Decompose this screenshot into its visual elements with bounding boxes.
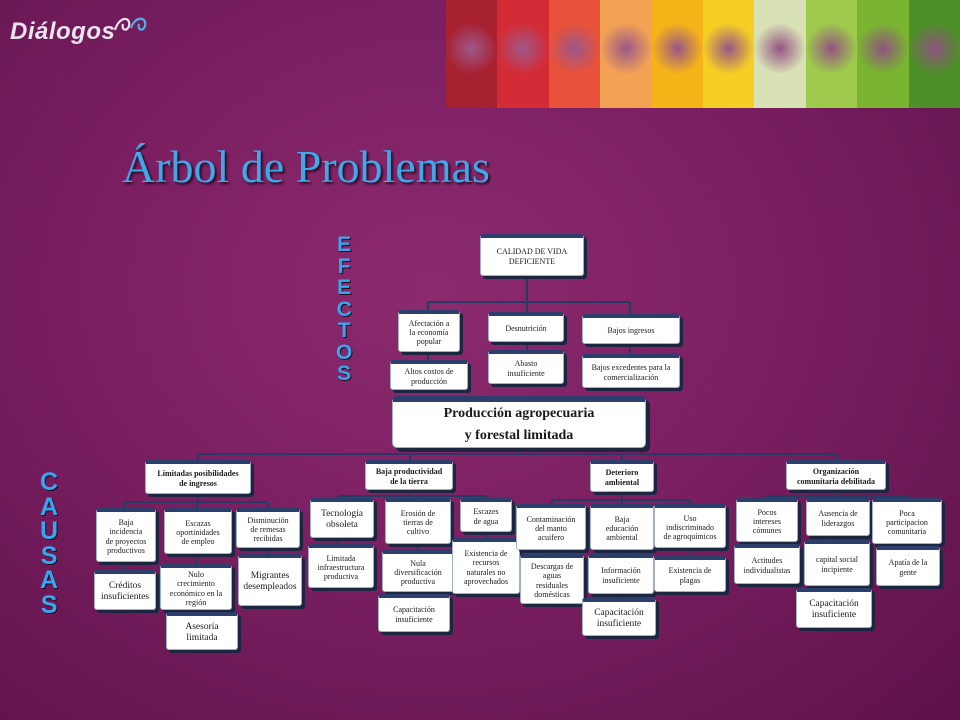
- fruit-strip: [857, 0, 909, 108]
- node-migrantes-desempleados: Migrantes desempleados: [238, 554, 302, 606]
- fruit-strip: [908, 0, 960, 108]
- node-tecnologia-obsoleta: Tecnología obsoleta: [310, 498, 374, 538]
- fruit-banner-image: [446, 0, 960, 108]
- node-actitudes-individualistas: Actitudes individualistas: [734, 544, 800, 584]
- node-escazes-agua: Escazes de agua: [460, 498, 512, 532]
- node-baja-productividad: Baja productividad de la tierra: [365, 460, 453, 490]
- node-baja-incidencia: Baja incidencia de proyectos productivos: [96, 508, 156, 562]
- fruit-strip: [548, 0, 601, 108]
- node-apatia-gente: Apatía de la gente: [876, 546, 940, 586]
- node-capacitacion-insuficiente-3: Capacitación insuficiente: [796, 588, 872, 628]
- fruit-strip: [446, 0, 498, 108]
- node-pocos-intereses: Pocos intereses cómunes: [736, 498, 798, 542]
- node-contaminacion-manto: Contaminación del manto acuifero: [516, 504, 586, 550]
- node-descargas-aguas: Descargas de aguas residuales domésticas: [520, 554, 584, 604]
- letter: S: [337, 362, 352, 385]
- letter: E: [337, 276, 352, 299]
- node-afectacion-economia: Afectación a la economía popular: [398, 310, 460, 352]
- node-nula-diversificacion: Nula diversificación productiva: [382, 550, 454, 592]
- node-bajos-excedentes: Bajos excedentes para la comercializació…: [582, 354, 680, 388]
- letter: S: [40, 590, 58, 619]
- node-capacitacion-insuficiente-1: Capacitación insuficiente: [378, 594, 450, 632]
- page-title: Árbol de Problemas: [122, 141, 490, 192]
- node-existencia-plagas: Existencia de plagas: [654, 556, 726, 592]
- letter: A: [40, 566, 59, 594]
- letter: O: [336, 340, 353, 364]
- fruit-strip: [703, 0, 755, 108]
- node-organizacion-comunitaria: Organización comunitaria debilitada: [786, 460, 886, 490]
- logo-text: Diálogos: [10, 18, 116, 45]
- node-calidad-de-vida: CALIDAD DE VIDA DEFICIENTE: [480, 234, 584, 276]
- node-erosion-tierras: Erosión de tierras de cultivo: [385, 498, 451, 544]
- letter: U: [40, 517, 59, 545]
- letter: F: [337, 254, 351, 278]
- node-creditos-insuficientes: Créditos insuficientes: [94, 570, 156, 610]
- node-poca-participacion: Poca participacion comunitaria: [872, 498, 942, 544]
- node-deterioro-ambiental: Deterioro ambiental: [590, 460, 654, 492]
- node-uso-agroquimicos: Uso indiscriminado de agroquímicos: [654, 504, 726, 548]
- fruit-strip: [600, 0, 652, 108]
- node-nulo-crecimiento: Nulo crecimiento económico en la región: [160, 564, 232, 610]
- node-limitada-infraestructura: Limitada infraestructura productiva: [308, 544, 374, 588]
- dialogos-logo: Diálogos: [10, 12, 151, 52]
- node-altos-costos: Altos costos de producción: [390, 360, 468, 390]
- node-escazas-oportunidades: Escazas oportinidades de empleo: [164, 508, 232, 554]
- node-capital-social: capital social incipiente: [804, 540, 870, 586]
- node-informacion-insuficiente: Información insuficiente: [588, 554, 654, 594]
- swirl-icon: [114, 17, 147, 31]
- node-produccion-limitada: Producción agropecuaria y forestal limit…: [392, 396, 646, 448]
- letter: A: [40, 492, 59, 521]
- node-asesoria-limitada: Asesoría limitada: [166, 612, 238, 650]
- node-baja-educacion: Baja educación ambiental: [590, 504, 654, 550]
- node-desnutricion: Desnutrición: [488, 312, 564, 342]
- letter: C: [336, 297, 352, 321]
- letter: T: [337, 319, 351, 342]
- fruit-strip: [497, 0, 549, 108]
- letter: E: [337, 233, 352, 256]
- node-bajos-ingresos: Bajos ingresos: [582, 314, 680, 344]
- node-limitadas-posibilidades: Limitadas posibilidades de ingresos: [145, 460, 251, 494]
- node-abasto-insuficiente: Abasto insuficiente: [488, 350, 564, 384]
- fruit-strip: [651, 0, 704, 108]
- fruit-strip: [754, 0, 806, 108]
- letter: C: [40, 468, 59, 496]
- node-disminucion-remesas: Disminución de remesas recibidas: [236, 508, 300, 548]
- letter: S: [40, 541, 58, 570]
- fruit-strip: [805, 0, 858, 108]
- node-existencia-recursos: Existencia de recursos naturales no apro…: [452, 538, 520, 594]
- node-ausencia-liderazgos: Ausencia de liderazgos: [806, 498, 870, 536]
- node-capacitacion-insuficiente-2: Capacitación insuficiente: [582, 598, 656, 636]
